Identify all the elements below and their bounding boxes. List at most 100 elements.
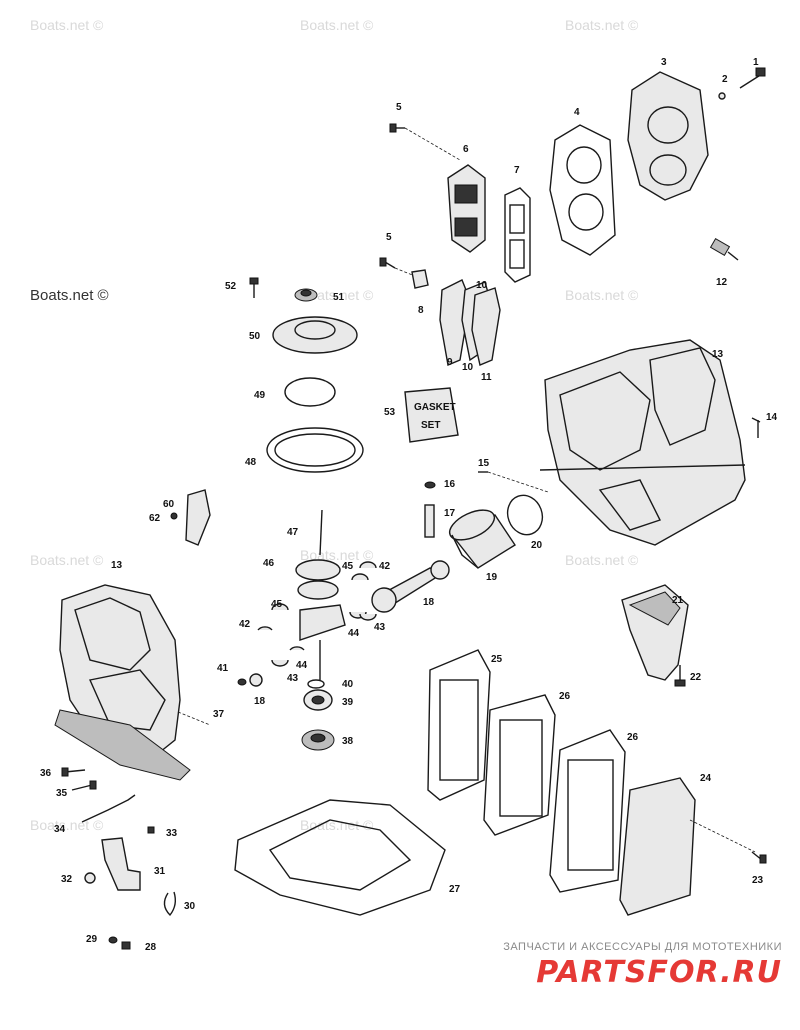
part-label: 60 <box>163 499 175 510</box>
part-label: 16 <box>444 479 456 490</box>
part-label: 17 <box>444 508 456 519</box>
part-label: 26 <box>559 691 571 702</box>
part-label: 15 <box>478 458 490 469</box>
part-20-piston-rings <box>506 494 544 536</box>
part-label: 13 <box>111 560 123 571</box>
part-label: 23 <box>752 875 764 886</box>
footer-tagline: ЗАПЧАСТИ И АКСЕССУАРЫ ДЛЯ МОТОТЕХНИКИ <box>503 941 782 953</box>
gasket-set-line1: GASKET <box>414 402 456 413</box>
part-label: 48 <box>245 457 257 468</box>
part-42-bearing <box>257 626 273 631</box>
part-14-bolt <box>751 417 761 438</box>
part-13-crankcase-upper <box>539 339 746 546</box>
watermark: Boats.net © <box>30 817 104 833</box>
part-36-screw <box>61 767 86 777</box>
part-label: 40 <box>342 679 354 690</box>
part-label: 30 <box>184 901 196 912</box>
part-label: 49 <box>254 390 266 401</box>
part-30-spring <box>163 891 177 917</box>
part-34-link <box>81 794 136 823</box>
part-label: 5 <box>396 102 402 113</box>
part-label: 44 <box>296 660 308 671</box>
watermarks: Boats.net © Boats.net © Boats.net © Boat… <box>30 17 639 833</box>
part-18-connecting-rod <box>371 560 450 613</box>
part-label: 27 <box>449 884 461 895</box>
watermark: Boats.net © <box>565 287 639 303</box>
part-9-plate <box>439 279 471 366</box>
part-label: 32 <box>61 874 73 885</box>
part-label: 8 <box>418 305 424 316</box>
part-6-cover <box>447 164 486 253</box>
part-label: 39 <box>342 697 354 708</box>
part-label: 29 <box>86 934 98 945</box>
part-18-bearing <box>249 673 263 687</box>
part-21-housing <box>621 584 689 681</box>
part-label: 44 <box>348 628 360 639</box>
part-label: 5 <box>386 232 392 243</box>
part-label: 43 <box>374 622 386 633</box>
watermark: Boats.net © <box>300 817 374 833</box>
part-label: 47 <box>287 527 299 538</box>
part-26-gasket <box>483 694 556 836</box>
part-label: 41 <box>217 663 229 674</box>
part-label: 42 <box>379 561 391 572</box>
part-40-ring <box>307 679 325 689</box>
part-7-gasket <box>504 187 531 283</box>
part-43-bearing <box>359 613 377 621</box>
part-41-clip <box>237 678 247 686</box>
part-37-leader <box>177 711 211 726</box>
watermark: Boats.net © <box>565 17 639 33</box>
part-label: 52 <box>225 281 237 292</box>
part-51-seal <box>294 288 318 302</box>
part-39-bearing <box>303 689 333 711</box>
part-label: 28 <box>145 942 157 953</box>
part-19-piston <box>448 509 516 569</box>
part-label: 18 <box>254 696 266 707</box>
part-3-head-cover <box>627 71 709 201</box>
part-44-bearing <box>289 646 305 651</box>
part-11-plate <box>471 287 501 366</box>
part-33-nut <box>147 826 155 834</box>
part-42-bearing <box>359 561 377 569</box>
part-48-gasket <box>266 427 364 473</box>
watermark: Boats.net © <box>300 287 374 303</box>
watermark: Boats.net © <box>30 287 109 304</box>
part-label: 26 <box>627 732 639 743</box>
part-label: 51 <box>333 292 345 303</box>
part-label: 25 <box>491 654 503 665</box>
site-logo[interactable]: PARTSFOR.RU <box>536 955 782 990</box>
part-label: 6 <box>463 144 469 155</box>
part-label: 45 <box>271 599 283 610</box>
watermark: Boats.net © <box>30 17 104 33</box>
part-label: 1 <box>753 57 759 68</box>
part-label: 4 <box>574 107 580 118</box>
part-35-screw <box>71 780 97 791</box>
part-label: 12 <box>716 277 728 288</box>
part-8-plate <box>411 269 429 289</box>
part-label: 31 <box>154 866 166 877</box>
part-label: 10 <box>462 362 474 373</box>
part-label: 45 <box>342 561 354 572</box>
part-45-bearing <box>271 603 289 611</box>
part-label: 53 <box>384 407 396 418</box>
part-28-nut <box>121 941 131 950</box>
part-1-bolt <box>739 67 766 89</box>
part-labels: 1 2 3 4 5 5 6 7 8 9 10 10 11 12 13 13 14… <box>40 57 778 953</box>
part-26-gasket <box>549 729 626 893</box>
part-46-crankshaft <box>295 509 346 680</box>
part-38-seal <box>301 729 335 751</box>
footer-branding: ЗАПЧАСТИ И АКСЕССУАРЫ ДЛЯ МОТОТЕХНИКИ PA… <box>503 941 782 990</box>
part-label: 21 <box>672 595 684 606</box>
part-52-screw <box>249 277 259 298</box>
part-label: 19 <box>486 572 498 583</box>
part-60-bracket <box>185 489 211 546</box>
part-label: 50 <box>249 331 261 342</box>
part-label: 22 <box>690 672 702 683</box>
part-49-gasket <box>284 377 336 407</box>
part-5-screw <box>389 123 461 161</box>
watermark: Boats.net © <box>300 17 374 33</box>
part-label: 24 <box>700 773 712 784</box>
part-50-plate <box>272 316 358 354</box>
part-label: 34 <box>54 824 66 835</box>
part-label: 14 <box>766 412 778 423</box>
